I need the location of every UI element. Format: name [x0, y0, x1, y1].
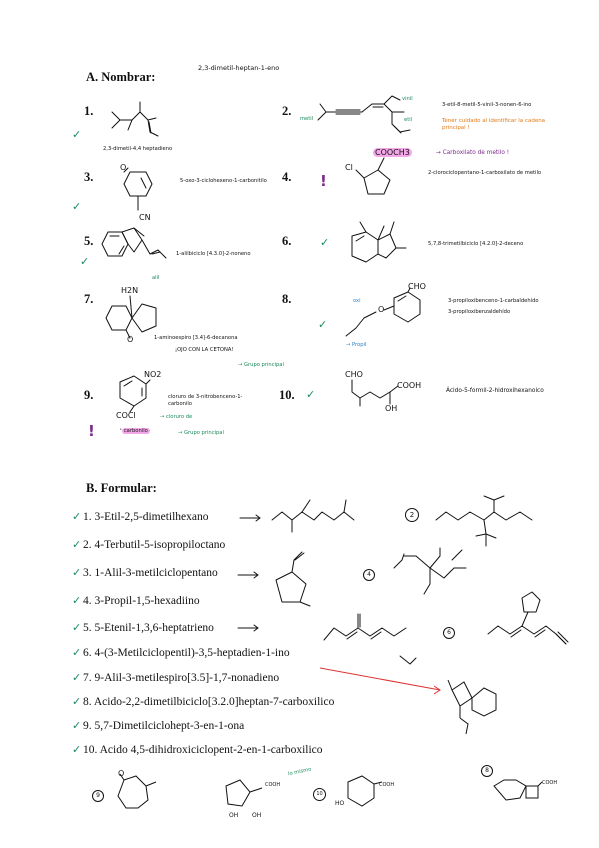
atom-cocl: COCl [116, 411, 136, 420]
note-mismo: lo mismo [287, 766, 313, 778]
atom-oh-1: OH [229, 812, 239, 819]
item-7-note1: ¡OJO CON LA CETONA! [175, 347, 234, 353]
exclamation-icon: ! [320, 172, 327, 190]
atom-cooh-b10a: COOH [265, 782, 281, 788]
label-propil-text: Propil [352, 342, 367, 348]
marker-6: 6 [443, 627, 455, 639]
check-icon: ✓ [318, 318, 328, 331]
check-icon: ✓ [72, 510, 82, 523]
check-icon: ✓ [72, 538, 82, 551]
formular-item-6: 6. 4-(3-Metilciclopentil)-3,5-heptadien-… [83, 647, 290, 659]
atom-cooh-b10b: COOH [379, 782, 395, 788]
item-10-answer: Ácido-5-formil-2-hidroxihexanoico [446, 388, 544, 394]
item-9-note1: → cloruro de [160, 414, 193, 420]
formular-item-7: 7. 9-Alil-3-metilespiro[3.5]-1,7-nonadie… [83, 672, 280, 684]
label-metil: metil [300, 116, 314, 122]
formular-item-5: 5. 5-Etenil-1,3,6-heptatrieno [83, 622, 214, 634]
formular-item-2: 2. 4-Terbutil-5-isopropiloctano [83, 539, 226, 551]
atom-ester: COOCH3 [373, 148, 412, 157]
formular-item-4: 4. 3-Propil-1,5-hexadiino [83, 595, 200, 607]
section-b-title: B. Formular: [86, 481, 157, 495]
marker-4: 4 [363, 569, 375, 581]
atom-o: O [127, 335, 134, 344]
check-icon: ✓ [72, 128, 82, 141]
item-4-note: → Carboxilato de metilo ! [436, 150, 510, 156]
item-1-number: 1. [84, 104, 94, 118]
item-7-note2-text: Grupo principal [244, 362, 284, 368]
marker-10: 10 [313, 788, 326, 801]
header-title: 2,3-dimetil-heptan-1-eno [198, 64, 280, 72]
atom-o: O [120, 163, 127, 172]
formular-item-9: 9. 5,7-Dimetilciclohept-3-en-1-ona [83, 720, 245, 732]
item-9-answer: cloruro de 3-nitrobenceno-1-carbonilo [168, 394, 243, 407]
atom-ho: HO [335, 800, 345, 807]
marker-2: 2 [405, 508, 419, 522]
atom-no2: NO2 [144, 370, 162, 379]
label-alil: alil [152, 275, 160, 281]
formular-item-8: 8. Acido-2,2-dimetilbiciclo[3.2.0]heptan… [83, 696, 335, 708]
atom-cl: Cl [345, 163, 353, 172]
label-oxi: oxi [353, 298, 361, 304]
label-propil: → Propil [346, 342, 367, 348]
item-6-number: 6. [282, 234, 292, 248]
item-7-note2: → Grupo principal [238, 362, 284, 368]
item-9-note3-text: Grupo principal [184, 430, 224, 436]
item-6-answer: 5,7,8-trimetilbiciclo [4.2.0]-2-deceno [428, 241, 524, 247]
item-8-answer1: 3-propiloxibenceno-1-carbaldehído [448, 298, 539, 304]
item-9-number: 9. [84, 388, 94, 402]
item-5-number: 5. [84, 234, 94, 248]
check-icon: ✓ [72, 646, 82, 659]
atom-o-b9: O [118, 769, 125, 778]
label-vinil: vinil [402, 96, 413, 102]
item-2-note: Tener cuidado al identificar la cadena p… [442, 118, 546, 131]
item-3-answer: 5-oxo-3-ciclohexeno-1-carbonitilo [180, 178, 267, 184]
atom-cho: CHO [345, 370, 363, 379]
item-2-number: 2. [282, 104, 292, 118]
item-2-answer: 3-etil-8-metil-5-vinil-3-nonen-6-ino [442, 102, 532, 108]
item-9-note3: → Grupo principal [178, 430, 224, 436]
section-a-title: A. Nombrar: [86, 70, 156, 84]
atom-oh-2: OH [252, 812, 262, 819]
marker-9: 9 [92, 790, 104, 802]
atom-cho: CHO [408, 282, 426, 291]
atom-oh: OH [385, 404, 398, 413]
item-8-number: 8. [282, 292, 292, 306]
item-7-number: 7. [84, 292, 94, 306]
check-icon: ✓ [72, 695, 82, 708]
atom-cooh: COOH [397, 381, 422, 390]
formular-item-3: 3. 1-Alil-3-metilciclopentano [83, 567, 218, 579]
item-4-answer: 2-clorociclopentano-1-carboxilato de met… [428, 170, 542, 176]
check-icon: ✓ [72, 200, 82, 213]
check-icon: ✓ [72, 594, 82, 607]
check-icon: ✓ [320, 236, 330, 249]
label-etil: etil [404, 117, 413, 123]
formular-item-1: 1. 3-Etil-2,5-dimetilhexano [83, 511, 209, 523]
item-8-answer2: 3-propiloxibenzaldehído [448, 309, 511, 315]
item-7-answer: 1-aminoespiro [3.4]-6-decanona [154, 335, 238, 341]
item-1-answer: 2,3-dimetil-4,4 heptadieno [103, 146, 173, 152]
item-5-answer: 1-alilbiciclo [4.3.0]-2-noneno [176, 251, 251, 257]
marker-8: 8 [481, 765, 493, 777]
atom-cooh-b8: COOH [542, 780, 558, 786]
item-4-note-text: Carboxilato de metilo ! [442, 150, 510, 156]
atom-o: O [378, 305, 385, 314]
check-icon: ✓ [306, 388, 316, 401]
check-icon: ✓ [72, 719, 82, 732]
check-icon: ✓ [80, 255, 90, 268]
exclamation-icon: ! [88, 422, 95, 440]
check-icon: ✓ [72, 566, 82, 579]
atom-cn: CN [139, 213, 151, 222]
check-icon: ✓ [72, 743, 82, 756]
item-9-note2-text: carbonilo [121, 428, 150, 434]
atom-h2n: H2N [121, 286, 139, 295]
check-icon: ✓ [72, 671, 82, 684]
check-icon: ✓ [72, 621, 82, 634]
item-4-number: 4. [282, 170, 292, 184]
item-3-number: 3. [84, 170, 94, 184]
formular-item-10: 10. Acido 4,5-dihidroxiciclopent-2-en-1-… [83, 744, 323, 756]
item-9-note1-text: cloruro de [166, 414, 193, 420]
item-10-number: 10. [279, 388, 295, 402]
